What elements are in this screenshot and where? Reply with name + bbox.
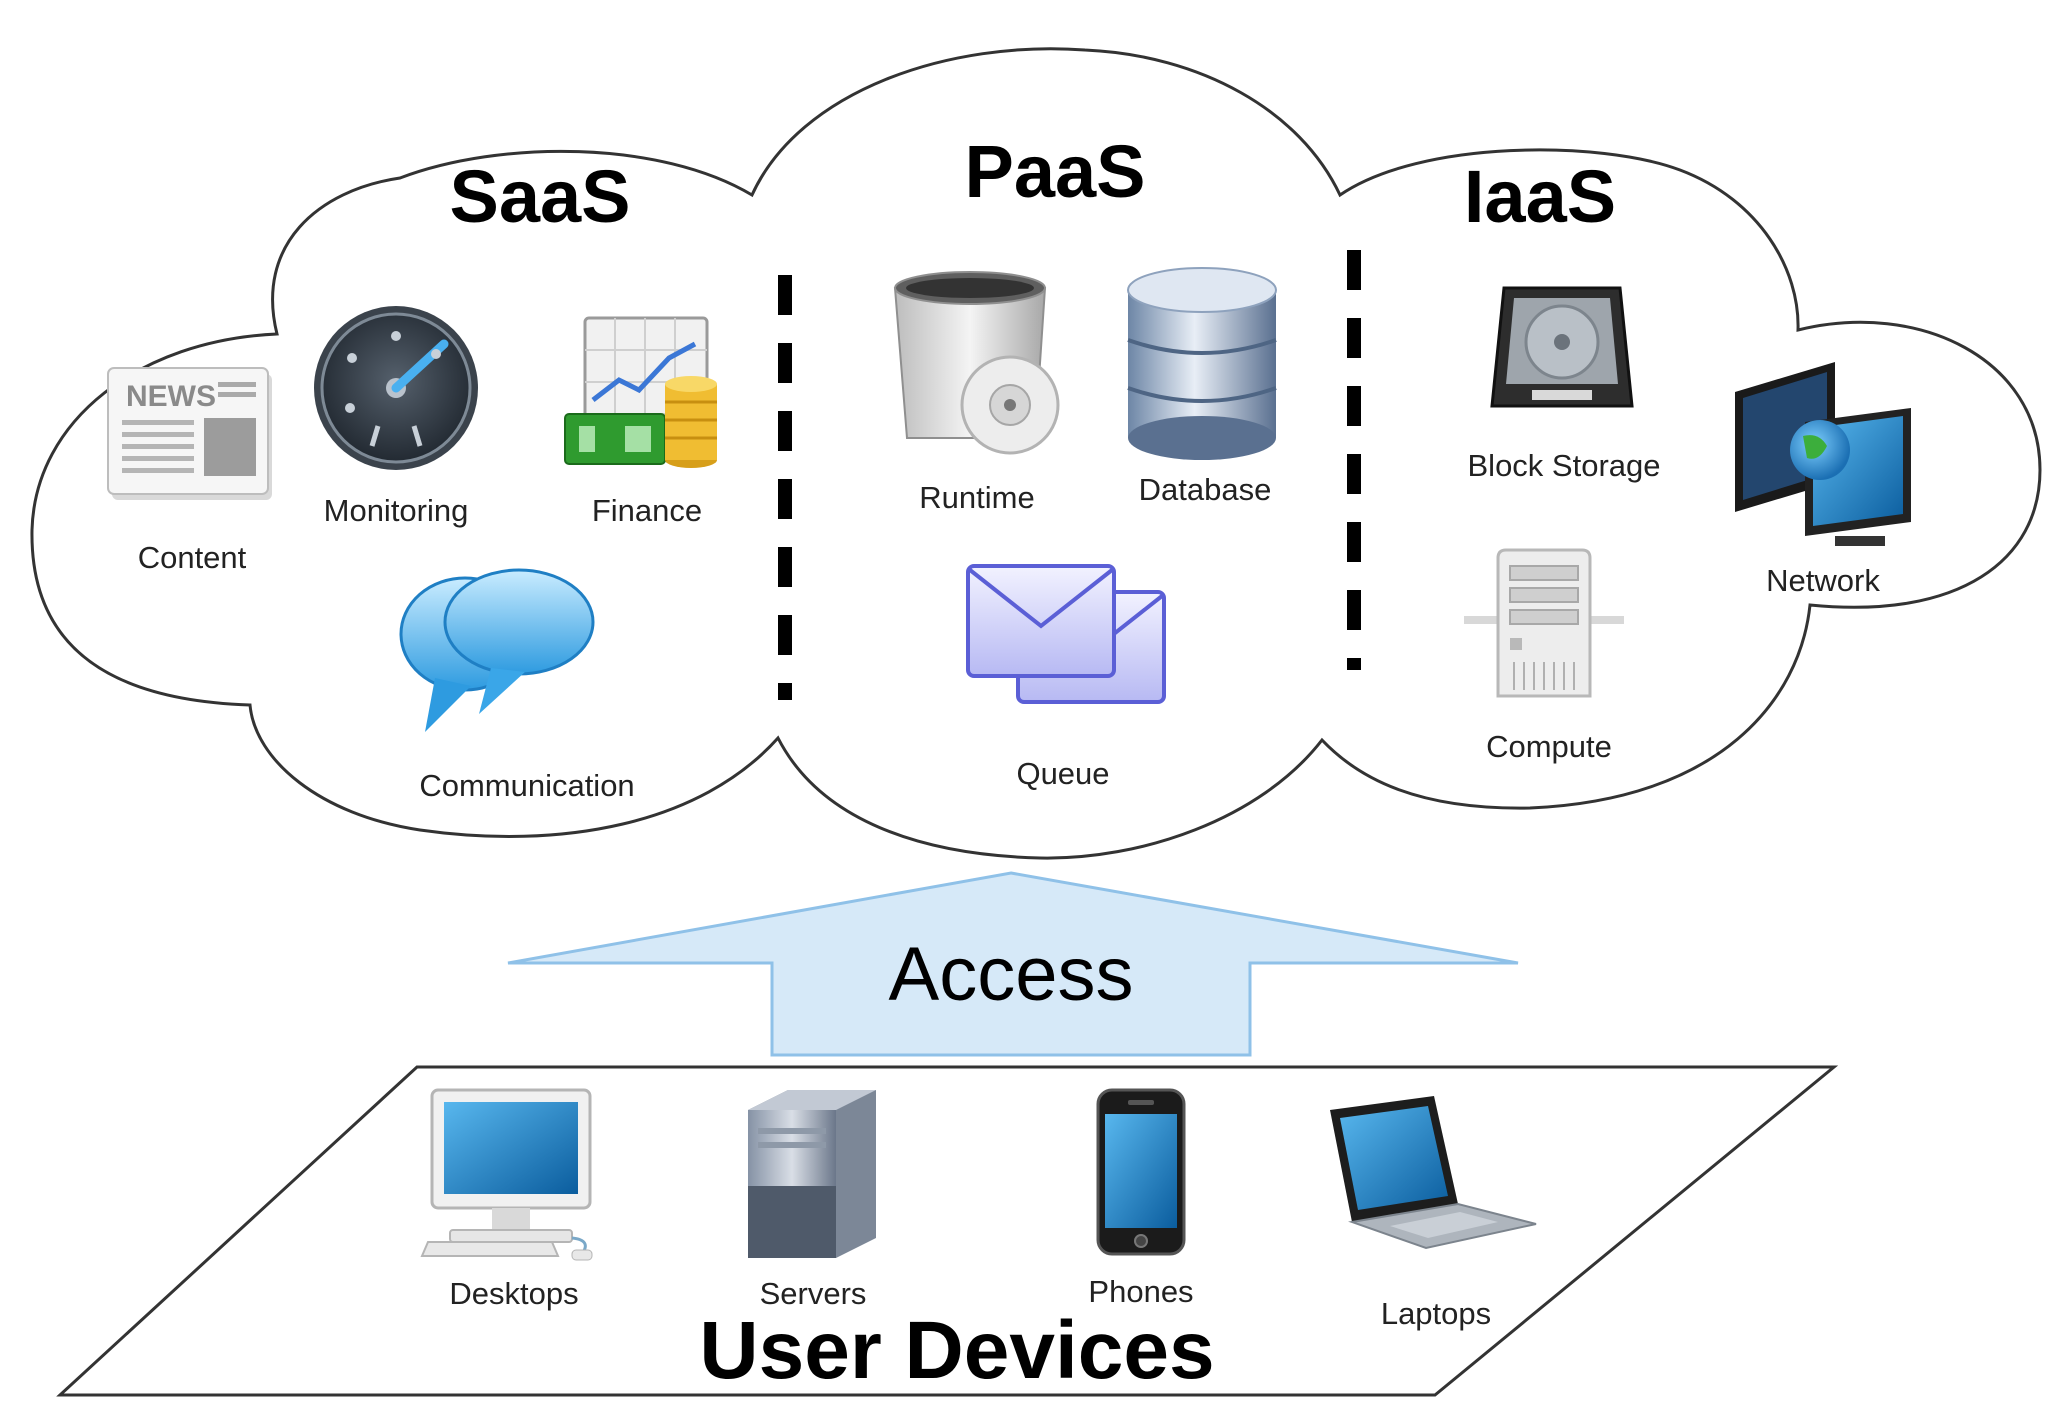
gauge-icon	[314, 306, 478, 470]
svg-text:NEWS: NEWS	[126, 380, 216, 413]
paas-title: PaaS	[964, 130, 1145, 213]
network-monitors-icon	[1735, 362, 1911, 546]
queue-label: Queue	[1016, 756, 1109, 791]
access-arrow	[507, 871, 1519, 1057]
newspaper-icon: NEWS	[107, 367, 272, 500]
laptop-icon	[1330, 1096, 1537, 1250]
server-tower-icon	[1464, 548, 1624, 698]
finance-label: Finance	[592, 493, 702, 528]
server-box-icon	[748, 1090, 876, 1258]
desktops-label: Desktops	[449, 1276, 578, 1311]
desktop-computer-icon	[420, 1088, 593, 1261]
database-cylinder-icon	[1127, 267, 1277, 460]
runtime-label: Runtime	[919, 480, 1034, 515]
user-devices-title: User Devices	[699, 1305, 1214, 1396]
money-chart-icon	[564, 316, 717, 468]
saas-title: SaaS	[449, 155, 630, 238]
block-storage-label: Block Storage	[1468, 448, 1661, 483]
servers-label: Servers	[760, 1276, 867, 1311]
laptops-label: Laptops	[1381, 1296, 1491, 1331]
access-label: Access	[889, 932, 1134, 1017]
envelope-icon	[966, 564, 1166, 704]
network-label: Network	[1766, 563, 1880, 598]
compute-label: Compute	[1486, 729, 1612, 764]
phones-label: Phones	[1088, 1274, 1193, 1309]
hard-drive-icon	[1490, 286, 1634, 408]
database-label: Database	[1139, 472, 1272, 507]
content-label: Content	[138, 540, 247, 575]
iaas-title: IaaS	[1464, 155, 1616, 238]
chat-bubbles-icon	[399, 568, 595, 732]
monitoring-label: Monitoring	[324, 493, 469, 528]
smartphone-icon	[1096, 1088, 1186, 1256]
communication-label: Communication	[419, 768, 634, 803]
bin-disc-icon	[893, 271, 1060, 455]
